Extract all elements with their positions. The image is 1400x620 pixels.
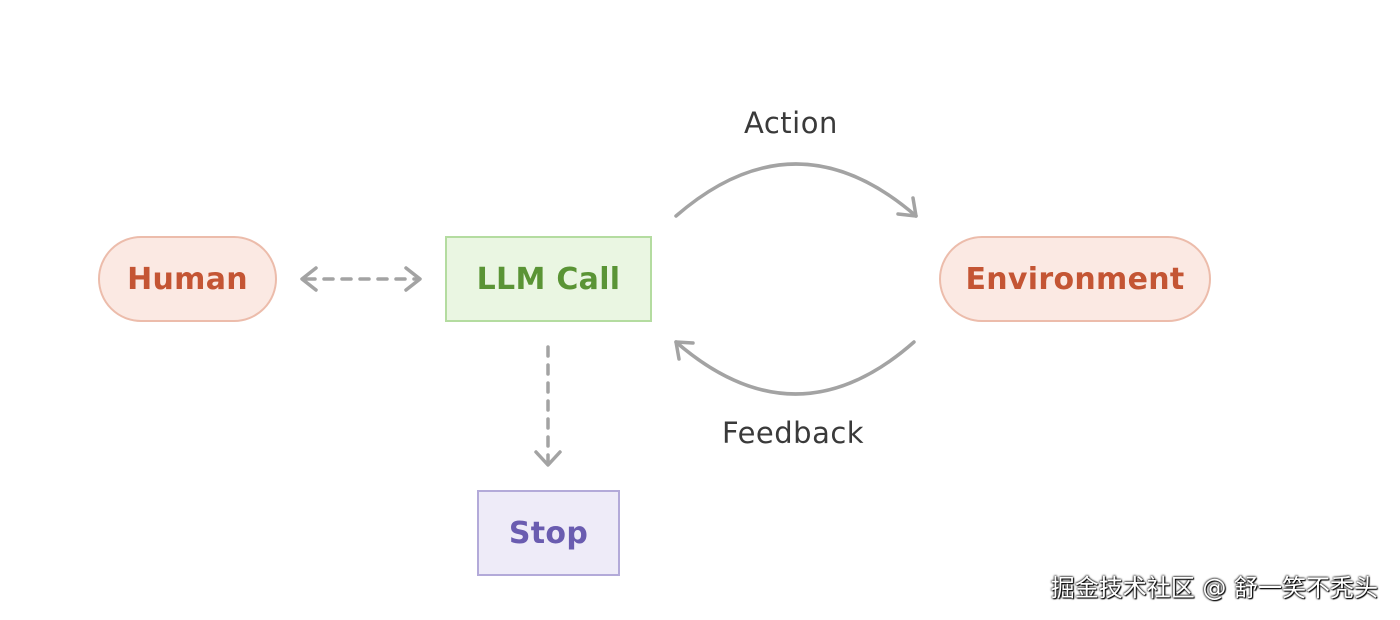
environment-node: Environment — [939, 236, 1211, 322]
watermark-text: 掘金技术社区 @ 舒一笑不秃头 — [1050, 574, 1378, 602]
action-label: Action — [744, 106, 838, 140]
feedback-label: Feedback — [722, 416, 865, 450]
feedback-arc-arrow — [674, 340, 916, 396]
environment-label: Environment — [965, 261, 1185, 297]
human-llm-dashed-arrow — [300, 266, 422, 292]
human-node: Human — [98, 236, 277, 322]
llm-stop-dashed-arrow — [534, 345, 562, 467]
llm-call-node: LLM Call — [445, 236, 652, 322]
human-label: Human — [127, 261, 248, 297]
stop-node: Stop — [477, 490, 620, 576]
stop-label: Stop — [508, 515, 589, 551]
llm-call-label: LLM Call — [476, 261, 621, 297]
action-arc-arrow — [674, 162, 918, 218]
